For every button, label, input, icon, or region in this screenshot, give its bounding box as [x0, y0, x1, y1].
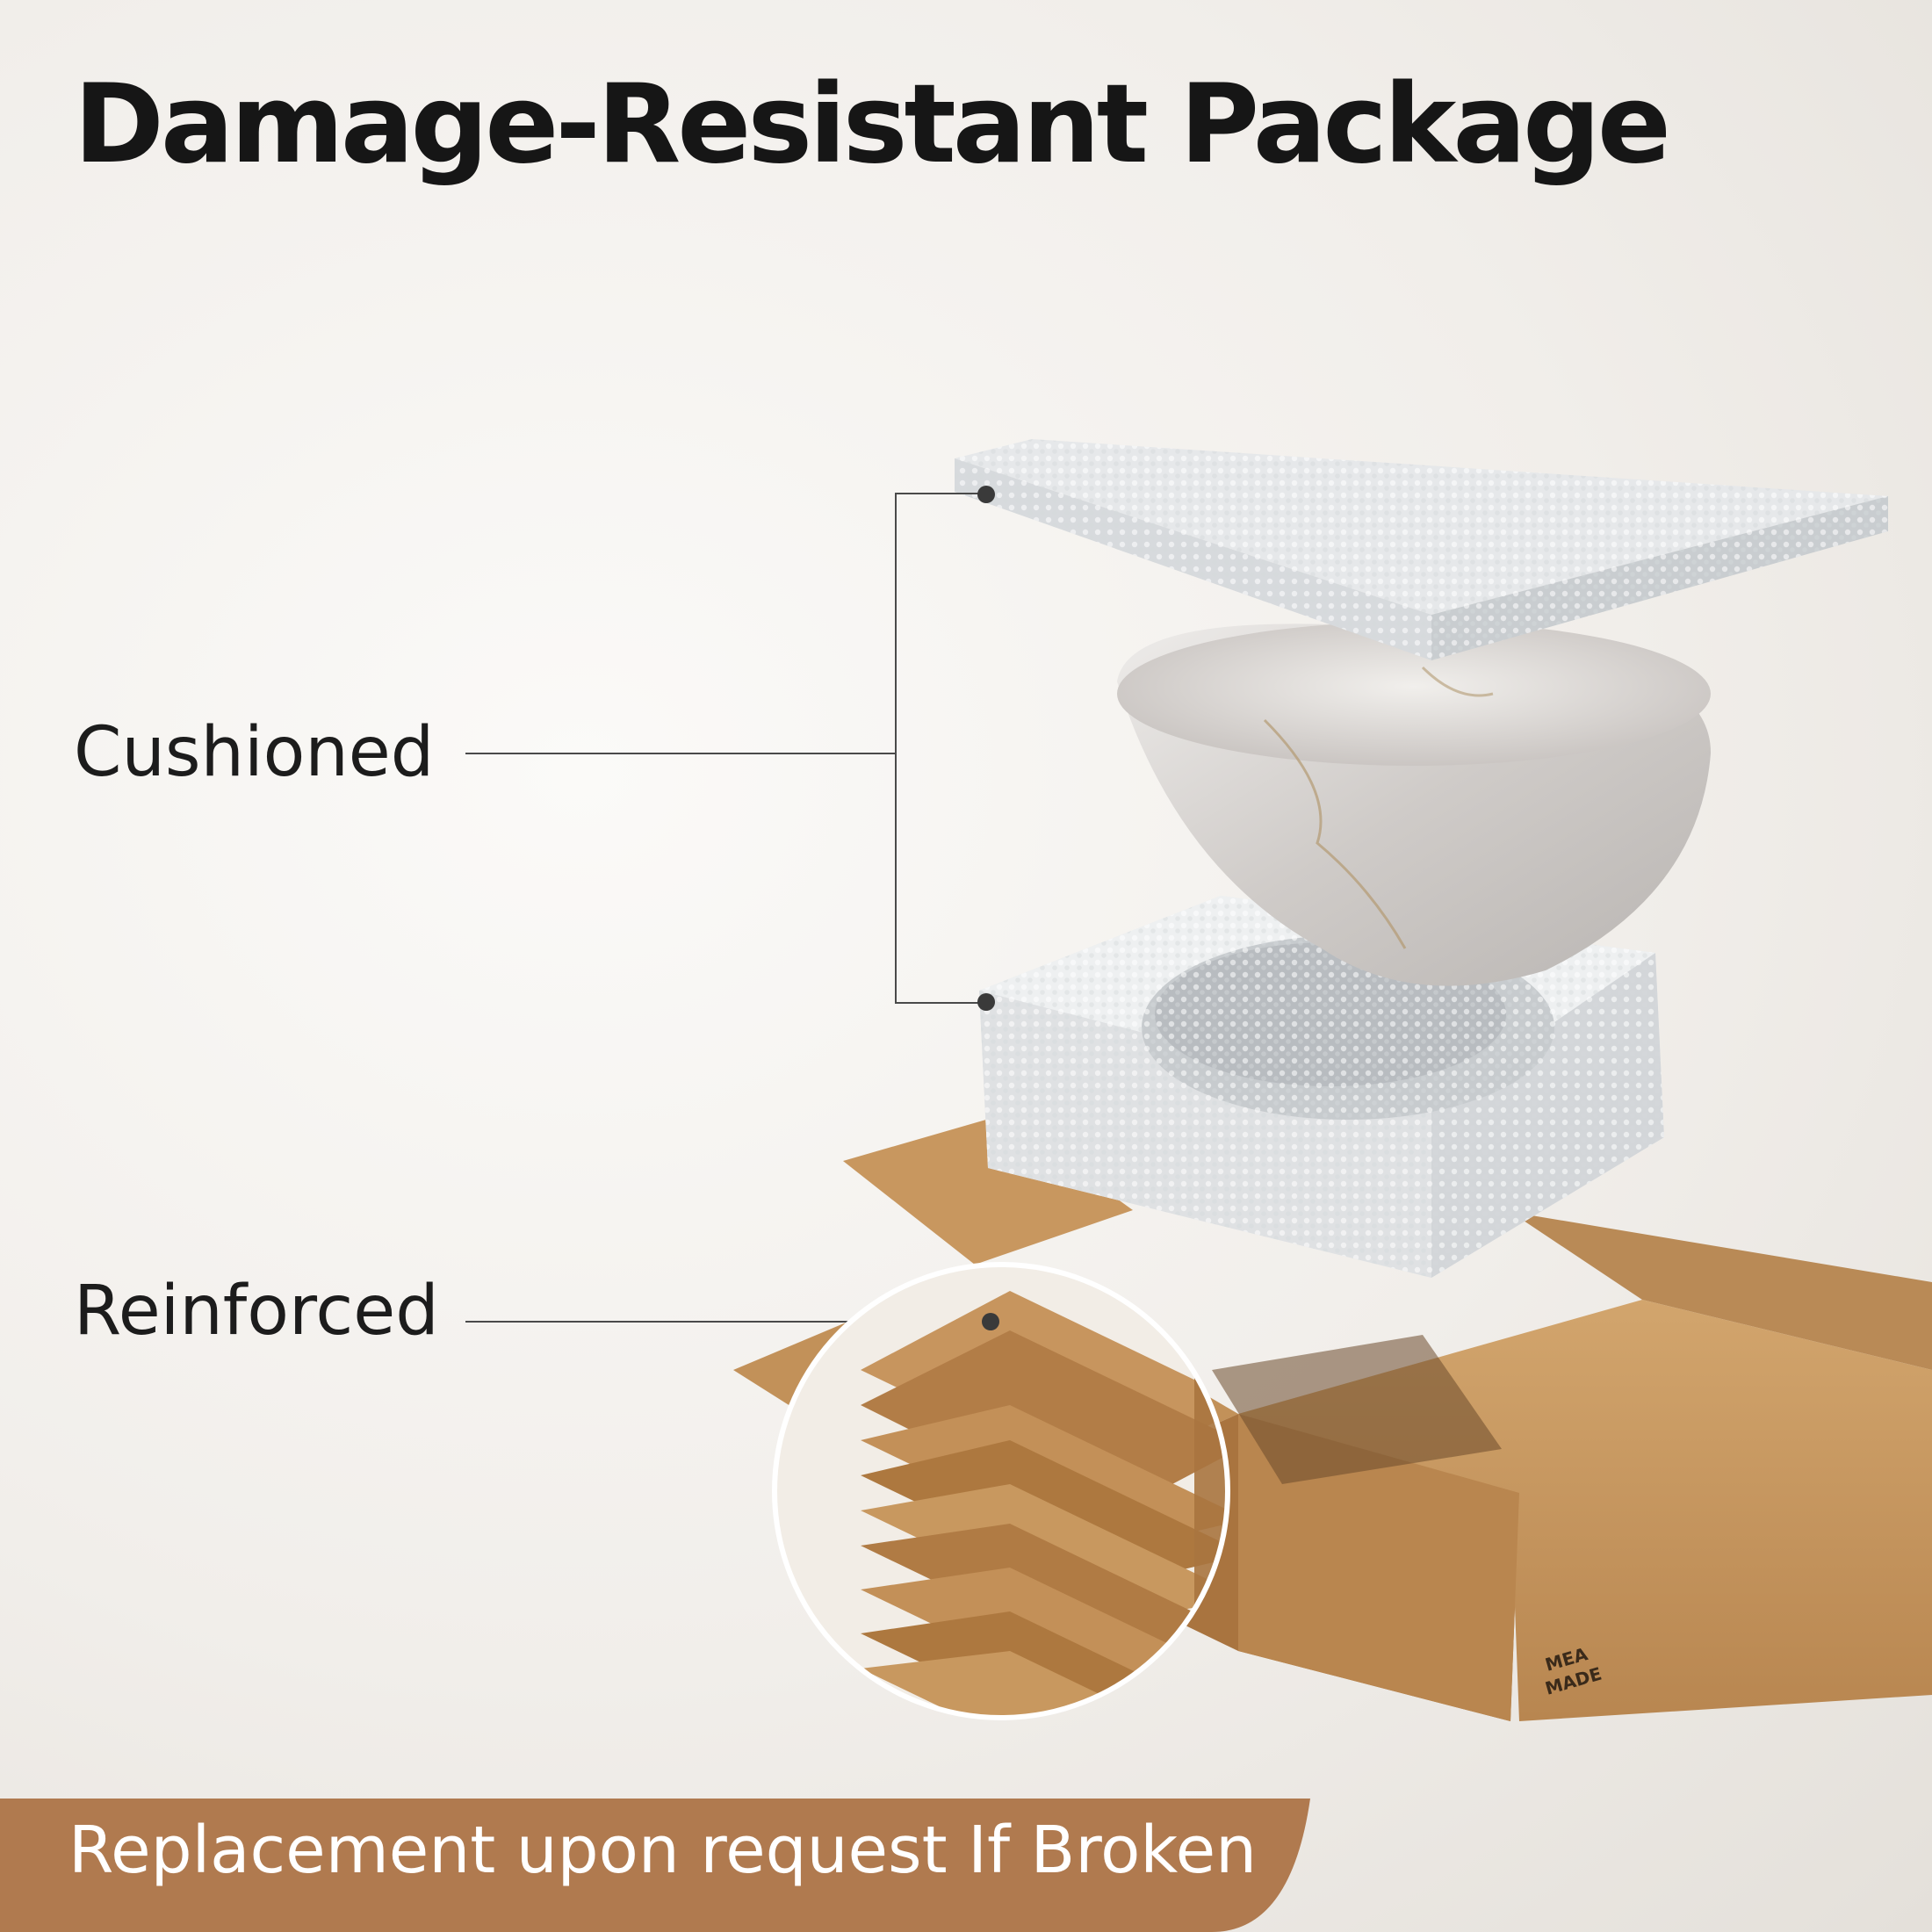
cushioned-top-marker [977, 486, 995, 503]
corrugated-detail-zoom [772, 1262, 1230, 1720]
cushioned-bottom-marker [977, 993, 995, 1011]
page-title: Damage-Resistant Package [74, 61, 1671, 188]
replacement-banner-text: Replacement upon request If Broken [68, 1813, 1258, 1888]
cushioned-label: Cushioned [74, 713, 435, 792]
reinforced-label: Reinforced [74, 1272, 439, 1351]
top-foam-lid [955, 439, 1888, 660]
bottom-foam-block [979, 896, 1664, 1278]
reinforced-marker [982, 1313, 999, 1330]
banner-background [0, 1799, 1310, 1932]
marble-bowl [1117, 622, 1712, 986]
